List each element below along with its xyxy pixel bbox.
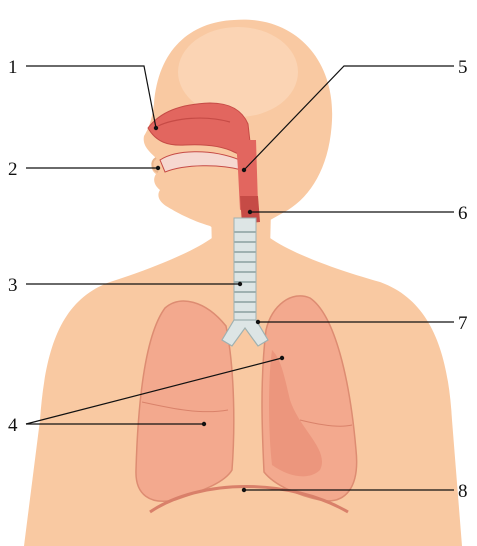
dot-3 (238, 282, 242, 286)
dot-4b (202, 422, 206, 426)
label-5: 5 (458, 57, 468, 78)
head-highlight (178, 27, 298, 117)
dot-6 (248, 210, 252, 214)
dot-8 (242, 488, 246, 492)
label-7: 7 (458, 313, 468, 334)
dot-2 (156, 166, 160, 170)
dot-7 (256, 320, 260, 324)
label-3: 3 (8, 275, 18, 296)
dot-4a (280, 356, 284, 360)
label-4: 4 (8, 415, 18, 436)
trachea (234, 218, 256, 322)
label-8: 8 (458, 481, 468, 502)
label-6: 6 (458, 203, 468, 224)
dot-1 (154, 126, 158, 130)
label-2: 2 (8, 159, 18, 180)
label-1: 1 (8, 57, 18, 78)
dot-5 (242, 168, 246, 172)
